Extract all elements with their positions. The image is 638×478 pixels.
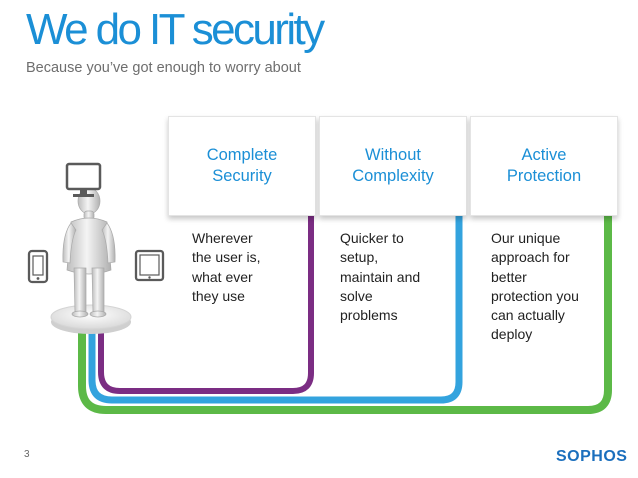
- phone-icon: [27, 249, 49, 284]
- user-figure-icon: [62, 187, 116, 318]
- card-title: Without Complexity: [352, 146, 434, 185]
- description-complete-security: Wherever the user is, what ever they use: [192, 230, 261, 304]
- connector-line-active-protection: [78, 216, 612, 414]
- connector-line-complete-security: [98, 216, 314, 394]
- card-complete-security: Complete Security: [168, 116, 316, 216]
- card-title: Active Protection: [506, 146, 582, 185]
- pedestal: [50, 304, 132, 334]
- tablet-icon: [134, 249, 165, 282]
- card-active-protection: Active Protection: [470, 116, 618, 216]
- connector-line-without-complexity: [88, 216, 463, 404]
- page-number: 3: [24, 449, 30, 460]
- page-title: We do IT security: [26, 5, 325, 54]
- sophos-logo: SOPHOS: [556, 448, 628, 465]
- page-subtitle: Because you’ve got enough to worry about: [26, 60, 301, 76]
- card-without-complexity: Without Complexity: [319, 116, 467, 216]
- description-without-complexity: Quicker to setup, maintain and solve pro…: [340, 230, 421, 324]
- monitor-icon: [65, 162, 102, 197]
- card-title: Complete Security: [206, 146, 278, 185]
- description-active-protection: Our unique approach for better protectio…: [491, 230, 579, 343]
